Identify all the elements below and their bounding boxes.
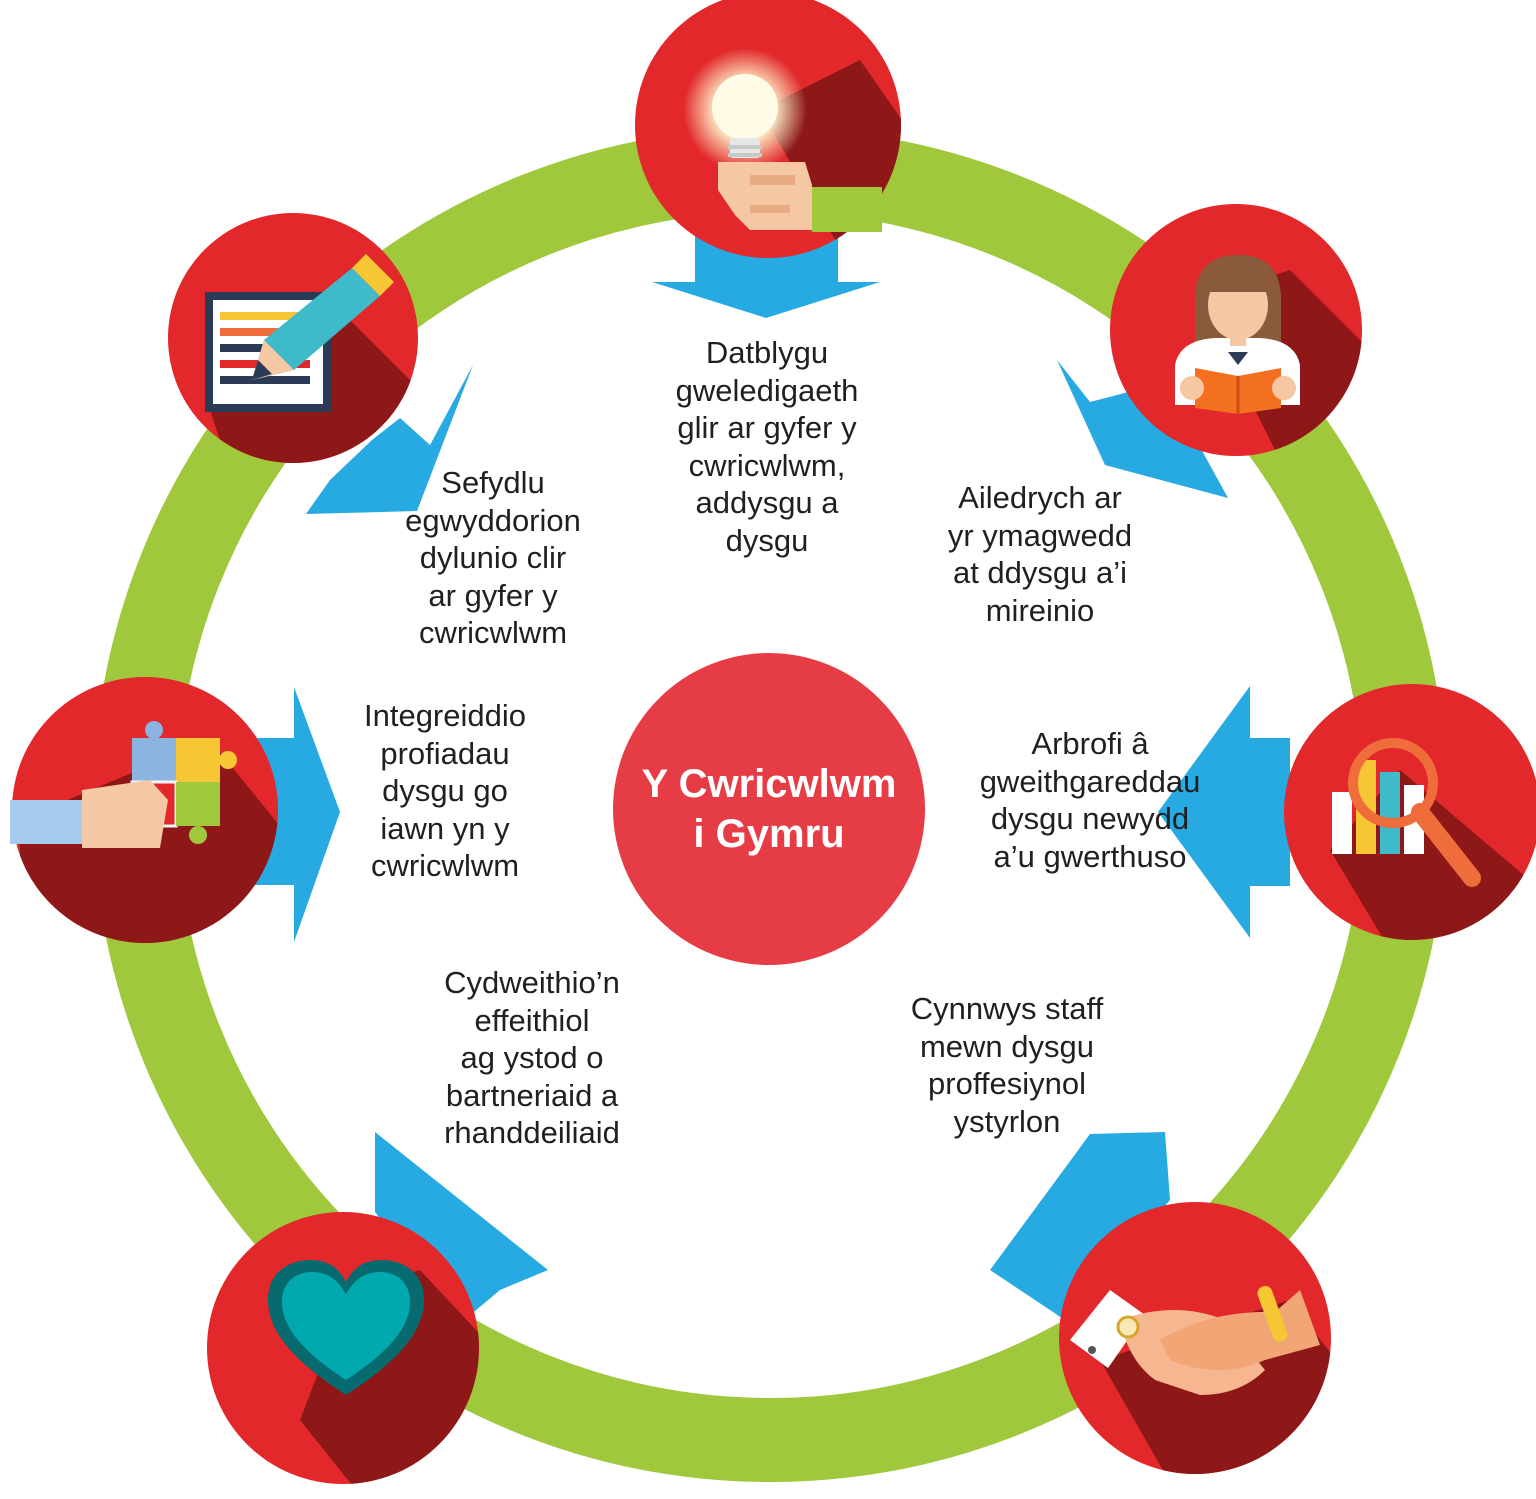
arrows bbox=[255, 230, 1290, 1322]
step-7-line: Sefydlu bbox=[441, 465, 545, 500]
step-5-line: effeithiol bbox=[474, 1002, 590, 1038]
step-label-6: Integreiddio profiadau dysgu go iawn yn … bbox=[340, 697, 550, 885]
step-7-line: ar gyfer y bbox=[428, 577, 558, 613]
step-label-2: Ailedrych ar yr ymagwedd at ddysgu a’i m… bbox=[918, 479, 1162, 629]
step-circle-4 bbox=[1059, 1202, 1331, 1474]
step-circle-5 bbox=[207, 1212, 479, 1484]
center-title-line-2: i Gymru bbox=[693, 812, 845, 856]
step-5-line: rhanddeiliaid bbox=[444, 1115, 620, 1150]
step-2-line: at ddysgu a’i bbox=[952, 555, 1128, 590]
step-label-3: Arbrofi â gweithgareddau dysgu newydd a’… bbox=[950, 725, 1230, 875]
step-1-line: glir ar gyfer y bbox=[677, 410, 857, 445]
step-3-line: Arbrofi â bbox=[1031, 726, 1149, 761]
center-title: Y Cwricwlwm i Gymru bbox=[613, 670, 925, 948]
step-label-5: Cydweithio’n effeithiol ag ystod o bartn… bbox=[410, 964, 654, 1152]
step-7-line: cwricwlwm bbox=[418, 615, 568, 650]
center-circle bbox=[613, 653, 925, 965]
arrow-up-right bbox=[375, 1132, 548, 1322]
step-6-line: profiadau bbox=[380, 735, 510, 771]
step-circle-1 bbox=[635, 0, 901, 258]
step-7-line: dylunio clir bbox=[419, 540, 567, 575]
step-1-line: cwricwlwm, bbox=[688, 447, 846, 483]
arrow-down bbox=[652, 230, 880, 318]
arrow-up-left bbox=[990, 1132, 1170, 1320]
step-2-line: Ailedrych ar bbox=[958, 480, 1122, 515]
arrow-down-right bbox=[306, 365, 473, 514]
step-6-line: cwricwlwm bbox=[370, 848, 520, 883]
step-label-1: Datblygu gweledigaeth glir ar gyfer y cw… bbox=[640, 334, 894, 559]
magnifier-bar-chart-icon bbox=[1332, 738, 1481, 887]
heart-icon bbox=[268, 1260, 424, 1395]
step-1-line: dysgu bbox=[725, 522, 809, 558]
step-6-line: iawn yn y bbox=[380, 810, 510, 846]
step-label-4: Cynnwys staff mewn dysgu proffesiynol ys… bbox=[885, 990, 1129, 1140]
step-6-line: Integreiddio bbox=[363, 698, 526, 733]
puzzle-hand-icon bbox=[10, 721, 237, 848]
step-4-line: ystyrlon bbox=[953, 1103, 1061, 1139]
step-2-line: yr ymagwedd bbox=[947, 517, 1133, 553]
center-title-line-1: Y Cwricwlwm bbox=[641, 762, 897, 806]
step-3-line: dysgu newydd bbox=[990, 801, 1190, 836]
girl-reading-book-icon bbox=[1175, 255, 1300, 414]
step-4-line: Cynnwys staff bbox=[910, 991, 1104, 1026]
arrow-left-right-side bbox=[1158, 686, 1290, 938]
step-1-line: addysgu a bbox=[695, 485, 839, 520]
step-3-line: a’u gwerthuso bbox=[993, 838, 1187, 874]
step-4-line: mewn dysgu bbox=[919, 1028, 1095, 1064]
step-label-7: Sefydlu egwyddorion dylunio clir ar gyfe… bbox=[380, 464, 606, 652]
step-5-line: Cydweithio’n bbox=[444, 965, 620, 1000]
arrow-right bbox=[255, 687, 340, 942]
step-circle-2 bbox=[1110, 204, 1362, 456]
step-3-line: gweithgareddau bbox=[979, 763, 1201, 799]
step-5-line: bartneriaid a bbox=[445, 1077, 619, 1113]
step-2-line: mireinio bbox=[985, 592, 1095, 628]
step-1-line: Datblygu bbox=[705, 335, 829, 370]
step-1-line: gweledigaeth bbox=[675, 372, 859, 408]
step-6-line: dysgu go bbox=[382, 773, 508, 808]
pencil-document-icon bbox=[205, 254, 394, 412]
step-circle-3 bbox=[1284, 684, 1536, 940]
handshake-icon bbox=[1070, 1285, 1320, 1395]
step-4-line: proffesiynol bbox=[928, 1066, 1086, 1101]
step-7-line: egwyddorion bbox=[405, 502, 581, 538]
step-5-line: ag ystod o bbox=[460, 1040, 604, 1075]
step-circle-7 bbox=[168, 213, 418, 463]
lightbulb-hand-icon bbox=[683, 48, 882, 232]
